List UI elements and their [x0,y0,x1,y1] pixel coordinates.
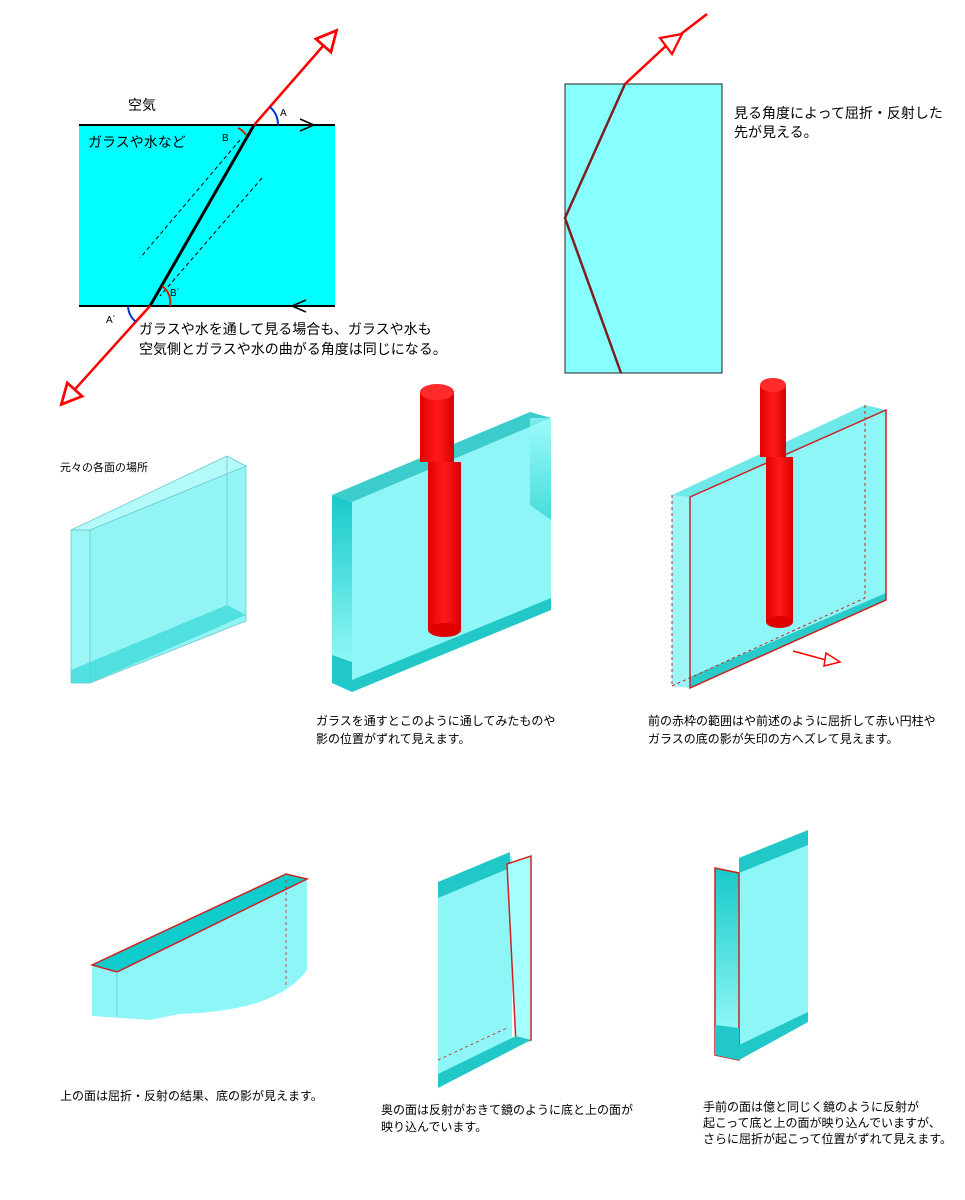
top-face-box [89,873,310,1020]
angle-a-label: A [280,108,287,119]
angle-a-arc [269,106,280,126]
back-face-bottom-band [438,1036,531,1088]
through-glass-box [332,384,551,692]
medium-label: ガラスや水など [88,135,186,151]
refraction-diagram [68,38,335,397]
frame-cylinder-upper [760,385,786,457]
front-face-caption-2: 起こって底と上の面が映り込んでいますが、 [703,1116,941,1130]
top-face-caption: 上の面は屈折・反射の結果、底の影が見えます。 [60,1089,323,1103]
frame-bottom-strip [690,593,886,688]
back-face-main [438,856,512,1088]
incident-ray [253,38,330,126]
frame-cylinder-bottom-cap [766,616,793,628]
front-face-bottom-band [739,1012,808,1060]
glass-right-gradient [530,418,551,520]
back-face-caption-1: 奥の面は反射がおきて鏡のように底と上の面が [381,1103,634,1117]
front-frame-caption-2: ガラスの底の影が矢印の方へズレて見えます。 [648,732,899,746]
front-face [70,529,91,684]
shift-arrow-icon [823,651,842,668]
glass-bottom-shadow [332,655,352,692]
glass-left-edge [332,495,352,692]
front-face-caption-1: 手前の面は億と同じく鏡のように反射が [703,1100,920,1114]
bottom-face [71,605,246,683]
zigzag-ray [563,83,627,374]
front-face-top-band [739,830,808,873]
back-face-caption-2: 映り込んでいます。 [381,1120,488,1134]
through-glass-caption-1: ガラスを通すとこのように通してみたものや [316,714,556,728]
shift-arrow-line [792,650,827,661]
surface-top-arrow-icon [299,118,316,132]
frame-outline [689,408,887,690]
frame-right-face [672,495,690,688]
extension-line-b [159,177,263,297]
cylinder-upper [420,392,454,462]
incoming-arrow-icon [658,32,684,57]
frame-cylinder-refracted [766,457,793,622]
top-face-strip [89,873,310,973]
reflection-diagram [563,13,723,374]
front-face-main [739,840,808,1060]
front-face-caption-3: さらに屈折が起こって位置がずれて見えます。 [703,1132,953,1146]
glass-panel [564,83,723,374]
reflection-caption-2: 先が見える。 [734,125,818,141]
air-label: 空気 [128,98,156,114]
angle-b-label: B [222,133,229,144]
back-face-dashed [437,1027,508,1061]
angle-a-prime-label: A´ [106,315,116,326]
front-frame-box [671,378,887,690]
glass-bottom-strip [352,598,551,692]
extension-line-a [139,139,241,259]
refraction-caption-2: 空気側とガラスや水の曲がる角度は同じになる。 [139,342,447,358]
angle-b-arc [237,127,247,136]
through-glass-caption-2: 影の位置がずれて見えます。 [316,732,471,746]
back-face-box [437,852,532,1088]
top-face [70,455,247,531]
refracted-ray [148,124,256,307]
original-faces-box [70,455,247,684]
top-face-body [92,879,307,1020]
front-frame-caption-1: 前の赤枠の範囲はや前述のように屈折して赤い円柱や [648,714,936,728]
angle-b-prime-label: B´ [170,288,180,299]
cylinder-bottom-cap [428,623,461,637]
frame-cylinder-top-cap [760,378,786,392]
front-face-box [714,830,808,1061]
angle-b-prime-arc [161,285,172,307]
refraction-caption-1: ガラスや水を通して見る場合も、ガラスや水も [139,322,432,338]
frame-dashed-inner [671,597,866,687]
back-face-top-band [438,852,510,898]
incoming-ray [624,43,669,85]
medium-block [79,125,335,306]
reflection-caption-1: 見る角度によって屈折・反射した [734,106,943,122]
angle-a-prime-arc [127,305,137,323]
cylinder-top-cap [420,384,454,400]
cylinder-refracted [428,462,461,630]
front-face-bottom-shade [715,1025,739,1060]
main-face [89,465,247,684]
surface-bottom-arrow-icon [290,299,307,313]
original-caption: 元々の各面の場所 [60,461,148,474]
